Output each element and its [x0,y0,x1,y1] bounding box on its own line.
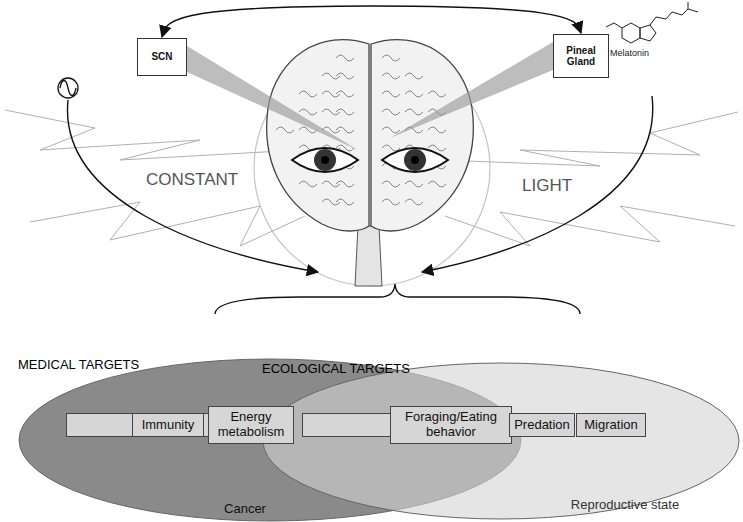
light-condition-label: CONSTANT [146,170,238,190]
light-condition-label: LIGHT [522,176,572,196]
pineal-box: Pineal Gland [553,34,609,78]
influence-arrow [422,96,653,272]
gyrus-stroke [405,109,423,115]
target-box: Predation [509,413,575,437]
melatonin-molecule [606,2,698,43]
oscillator-icon [58,78,78,98]
gyrus-stroke [405,181,423,187]
gyrus-stroke [428,127,446,133]
gyrus-stroke [382,181,400,187]
light-ray [30,202,305,246]
gyrus-stroke [382,145,400,151]
node-label: Predation [514,418,570,433]
pineal-beam [390,42,553,138]
gyrus-stroke [336,91,354,97]
light-ray [440,112,738,166]
gyrus-stroke [336,55,354,61]
node-label: Energy metabolism [209,410,293,440]
target-box: Immunity [132,413,204,437]
scn-box: SCN [137,38,187,76]
region-label: MEDICAL TARGETS [18,358,139,373]
right-eye [382,148,448,172]
left-eye [292,148,358,172]
gyrus-stroke [382,55,400,61]
gyrus-stroke [405,91,423,97]
ecological-ellipse: Reproductive state Foraging/Eating behavi… [262,362,740,520]
gyrus-stroke [382,109,400,115]
gyrus-stroke [428,181,446,187]
sine-wave [60,81,76,96]
brain-gyri [276,46,446,226]
target-box: Migration [576,413,646,437]
methoxy-chain [606,23,622,28]
benzene-ring [622,23,640,43]
gyrus-stroke [322,199,340,205]
gyrus-stroke [299,181,317,187]
carbonyl [688,2,689,9]
gyrus-stroke [405,73,423,79]
gyrus-stroke [336,109,354,115]
gyrus-stroke [336,127,354,133]
gyrus-stroke [336,199,354,205]
connector-arrow [162,6,581,37]
gyrus-stroke [405,199,423,205]
gyrus-stroke [382,91,400,97]
gyrus-stroke [299,109,317,115]
scn-beam [187,46,358,150]
gyrus-stroke [382,199,400,205]
node-label: Migration [584,418,637,433]
ellipse-shape [263,363,739,519]
gyrus-stroke [276,127,294,133]
right-iris [404,149,426,171]
gyrus-stroke [299,91,317,97]
brain-right-hemisphere [371,40,473,231]
target-box: Energy metabolism [208,406,294,444]
light-ray [5,110,300,160]
target-box: Foraging/Eating behavior [390,406,512,444]
gyrus-stroke [322,91,340,97]
gyrus-stroke [322,73,340,79]
brain-stem [355,226,382,286]
gyrus-stroke [322,109,340,115]
brain-left-hemisphere [267,40,369,231]
light-ray [445,206,735,246]
right-pupil [411,156,419,164]
left-iris [314,149,336,171]
grouping-bracket [215,284,580,314]
influence-arrow [68,100,318,272]
node-label: Reproductive state [561,498,689,513]
side-chain [650,9,698,25]
gyrus-stroke [382,73,400,79]
region-label: ECOLOGICAL TARGETS [262,362,410,377]
node-label: Foraging/Eating behavior [391,410,511,440]
node-label: Cancer [167,502,323,517]
node-label: SCN [151,51,172,63]
brain-midline [370,46,371,226]
gyrus-stroke [336,73,354,79]
gyrus-stroke [428,91,446,97]
gyrus-stroke [382,127,400,133]
node-label: Immunity [142,418,195,433]
gyrus-stroke [336,181,354,187]
node-label: Pineal Gland [554,45,608,68]
gyrus-stroke [322,181,340,187]
molecule-label: Melatonin [610,48,649,58]
left-pupil [321,156,329,164]
pyrrole-ring [640,25,656,41]
